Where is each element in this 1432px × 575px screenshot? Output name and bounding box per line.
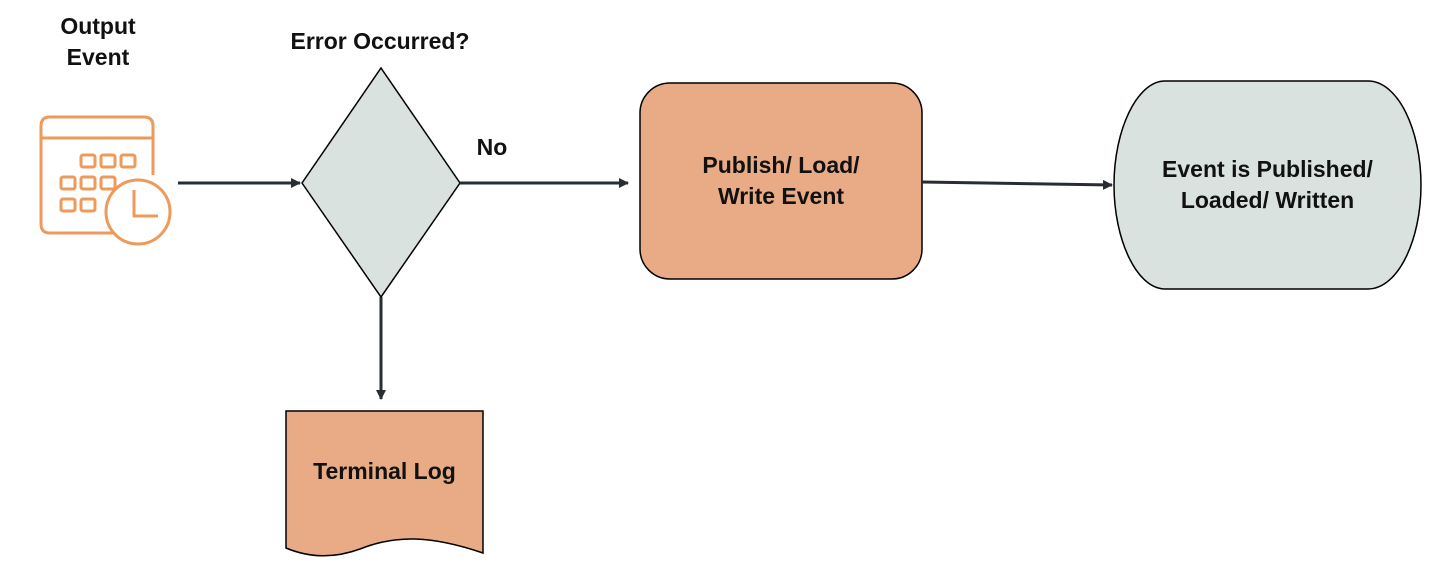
source-title-line2: Event bbox=[66, 44, 130, 70]
calendar-clock-icon bbox=[39, 115, 172, 246]
terminal-label: Event is Published/ Loaded/ Written bbox=[1114, 154, 1421, 216]
terminal-label-line2: Loaded/ Written bbox=[1180, 187, 1355, 213]
terminal-shape bbox=[1113, 80, 1422, 290]
decision-question: Error Occurred? bbox=[290, 28, 470, 54]
process-box bbox=[639, 82, 923, 280]
process-label-line2: Write Event bbox=[717, 183, 845, 209]
log-document-shape bbox=[285, 410, 484, 557]
process-label: Publish/ Load/ Write Event bbox=[640, 150, 922, 212]
log-label: Terminal Log bbox=[313, 458, 456, 484]
arrow-process-to-terminal bbox=[921, 179, 1113, 190]
source-title: Output Event bbox=[20, 11, 176, 73]
terminal-label-line1: Event is Published/ bbox=[1162, 156, 1373, 182]
source-title-line1: Output bbox=[60, 13, 136, 39]
process-label-line1: Publish/ Load/ bbox=[702, 152, 860, 178]
no-branch-label: No bbox=[476, 134, 508, 160]
decision-diamond bbox=[301, 66, 461, 299]
